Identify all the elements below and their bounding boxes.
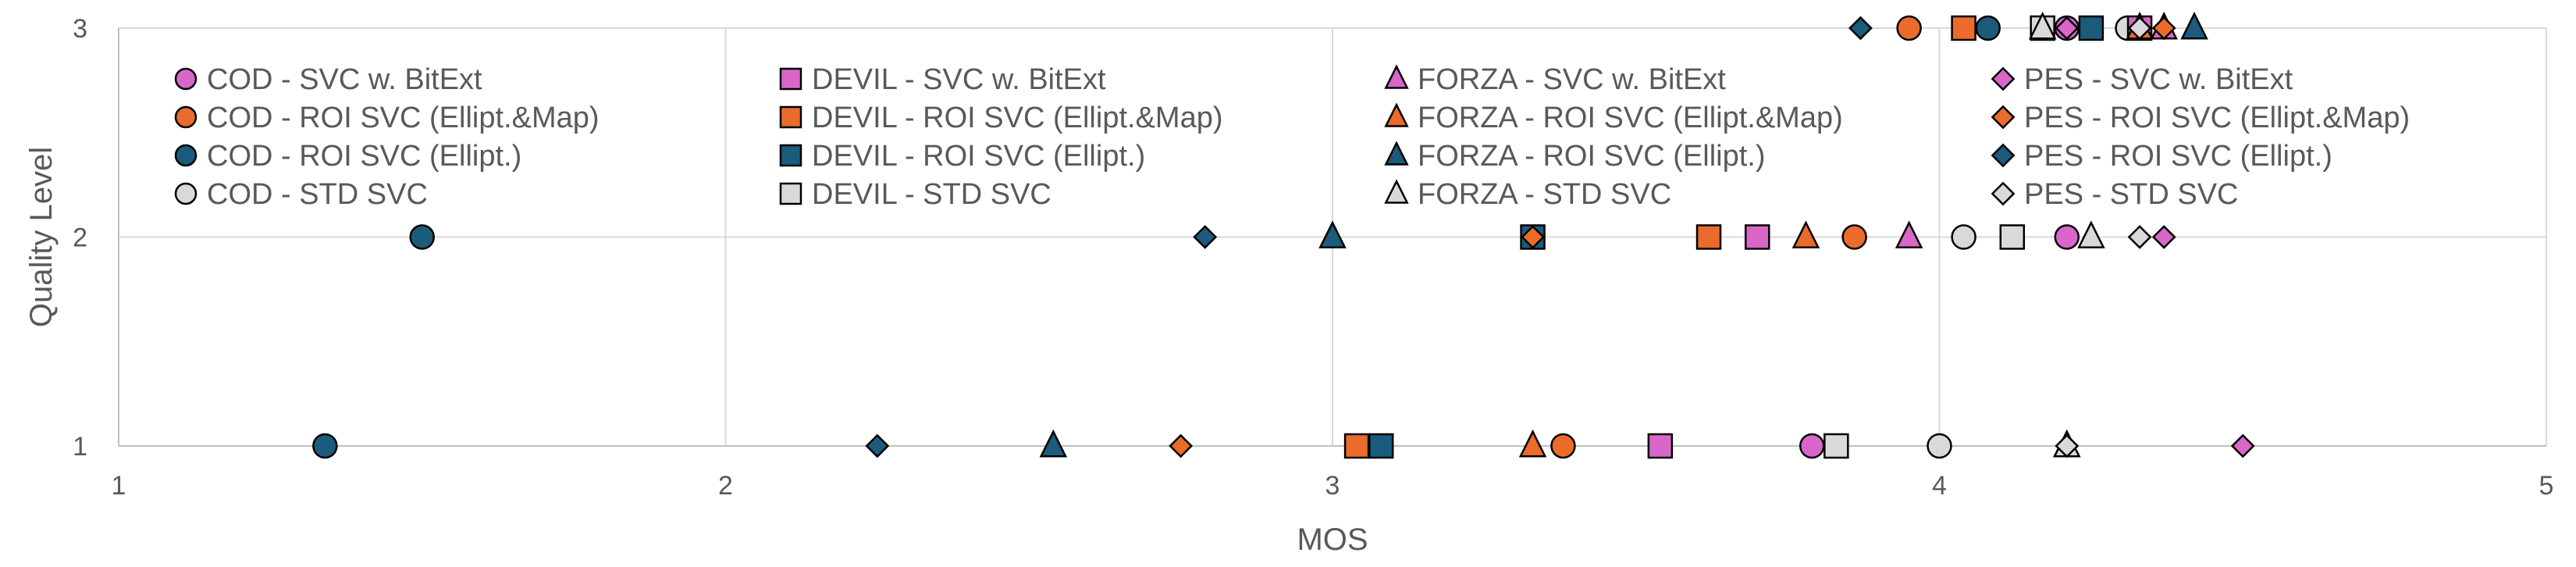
legend-marker-4 (779, 67, 802, 91)
legend-marker-11 (1384, 179, 1409, 204)
data-point-series-8-1 (1895, 220, 1923, 248)
legend-marker-2 (174, 144, 197, 167)
data-point-series-15-2 (2127, 16, 2152, 41)
legend-entry-2: COD - ROI SVC (Ellipt.) (207, 140, 521, 173)
data-point-series-2-2 (1975, 15, 2001, 41)
legend-marker-6 (779, 144, 802, 167)
legend-marker-14 (1991, 143, 2016, 168)
data-point-series-9-1 (1791, 220, 1820, 248)
legend-marker-10 (1384, 141, 1409, 166)
y-tick-label-3: 3 (73, 14, 87, 44)
data-point-series-14-1 (1193, 225, 1218, 249)
legend-marker-12 (1991, 66, 2016, 91)
legend-entry-3: COD - STD SVC (207, 178, 428, 211)
legend-entry-6: DEVIL - ROI SVC (Ellipt.) (812, 140, 1145, 173)
x-tick-label-1: 1 (112, 471, 126, 501)
data-point-series-0-0 (1799, 433, 1825, 459)
tick-labels: 1 2 3 4 5 1 2 3 (73, 14, 2553, 501)
data-point-series-9-0 (1518, 429, 1547, 458)
legend-entry-9: FORZA - ROI SVC (Ellipt.&Map) (1418, 102, 1843, 134)
data-point-series-15-1 (2127, 225, 2152, 249)
legend-entry-13: PES - ROI SVC (Ellipt.&Map) (2024, 102, 2410, 134)
data-point-series-3-0 (1927, 433, 1952, 459)
data-point-series-3-1 (1951, 224, 1976, 250)
legend-entry-14: PES - ROI SVC (Ellipt.) (2024, 140, 2332, 173)
data-point-series-6-2 (2078, 15, 2105, 41)
x-tick-label-3: 3 (1325, 471, 1340, 501)
legend-entry-15: PES - STD SVC (2024, 178, 2239, 211)
data-point-series-11-1 (2077, 220, 2105, 248)
y-axis-title: Quality Level (24, 147, 59, 327)
data-point-series-12-2 (2055, 16, 2080, 41)
data-point-series-14-2 (1848, 16, 1873, 41)
data-point-series-12-1 (2151, 225, 2176, 249)
data-point-series-4-0 (1647, 433, 1674, 459)
data-point-series-10-1 (1318, 220, 1347, 248)
legend-marker-5 (779, 105, 802, 129)
legend-entry-11: FORZA - STD SVC (1418, 178, 1671, 211)
legend-entry-0: COD - SVC w. BitExt (207, 63, 482, 96)
data-point-series-13-2 (2151, 16, 2176, 41)
y-tick-label-2: 2 (73, 223, 87, 253)
data-point-series-5-2 (1951, 15, 1976, 41)
legend-marker-1 (174, 105, 197, 129)
legend-marker-15 (1991, 181, 2016, 206)
data-point-series-14-0 (865, 433, 890, 458)
data-point-series-1-2 (1896, 15, 1922, 41)
legend-entry-7: DEVIL - STD SVC (812, 178, 1051, 211)
legend-marker-8 (1384, 64, 1409, 89)
data-point-series-7-1 (1999, 224, 2026, 250)
data-point-series-1-1 (1841, 224, 1867, 250)
axes (118, 28, 2546, 447)
data-point-series-1-0 (1550, 433, 1576, 459)
x-tick-label-5: 5 (2539, 471, 2554, 501)
data-point-series-4-1 (1745, 224, 1770, 250)
legend-entry-10: FORZA - ROI SVC (Ellipt.) (1418, 140, 1765, 173)
data-point-series-5-0 (1343, 433, 1370, 459)
x-tick-label-4: 4 (1932, 471, 1947, 501)
legend-marker-0 (174, 67, 197, 91)
legend-entry-12: PES - SVC w. BitExt (2024, 63, 2293, 96)
data-point-series-2-1 (409, 224, 435, 250)
x-axis-title: MOS (1297, 522, 1368, 557)
legend-marker-7 (779, 182, 802, 205)
legend-marker-9 (1384, 102, 1409, 127)
legend-entry-1: COD - ROI SVC (Ellipt.&Map) (207, 102, 600, 134)
data-points (312, 11, 2255, 459)
data-point-series-15-0 (2055, 433, 2080, 458)
data-point-series-5-1 (1695, 224, 1722, 250)
data-point-series-10-2 (2180, 11, 2208, 40)
legend-entry-4: DEVIL - SVC w. BitExt (812, 63, 1106, 96)
y-tick-label-1: 1 (73, 432, 87, 462)
data-point-series-12-0 (2230, 433, 2255, 458)
data-point-series-13-1 (1521, 225, 1545, 249)
data-point-series-10-0 (1039, 429, 1068, 458)
legend-entry-5: DEVIL - ROI SVC (Ellipt.&Map) (812, 102, 1223, 134)
data-point-series-7-0 (1823, 433, 1849, 459)
data-point-series-2-0 (312, 433, 338, 459)
data-point-series-13-0 (1169, 433, 1194, 458)
legend-marker-3 (174, 182, 197, 205)
data-point-series-0-1 (2054, 224, 2080, 250)
x-tick-label-2: 2 (718, 471, 733, 501)
legend-marker-13 (1991, 105, 2016, 130)
data-point-series-6-0 (1368, 433, 1394, 459)
data-point-series-11-2 (2028, 11, 2057, 40)
legend-entry-8: FORZA - SVC w. BitExt (1418, 63, 1726, 96)
